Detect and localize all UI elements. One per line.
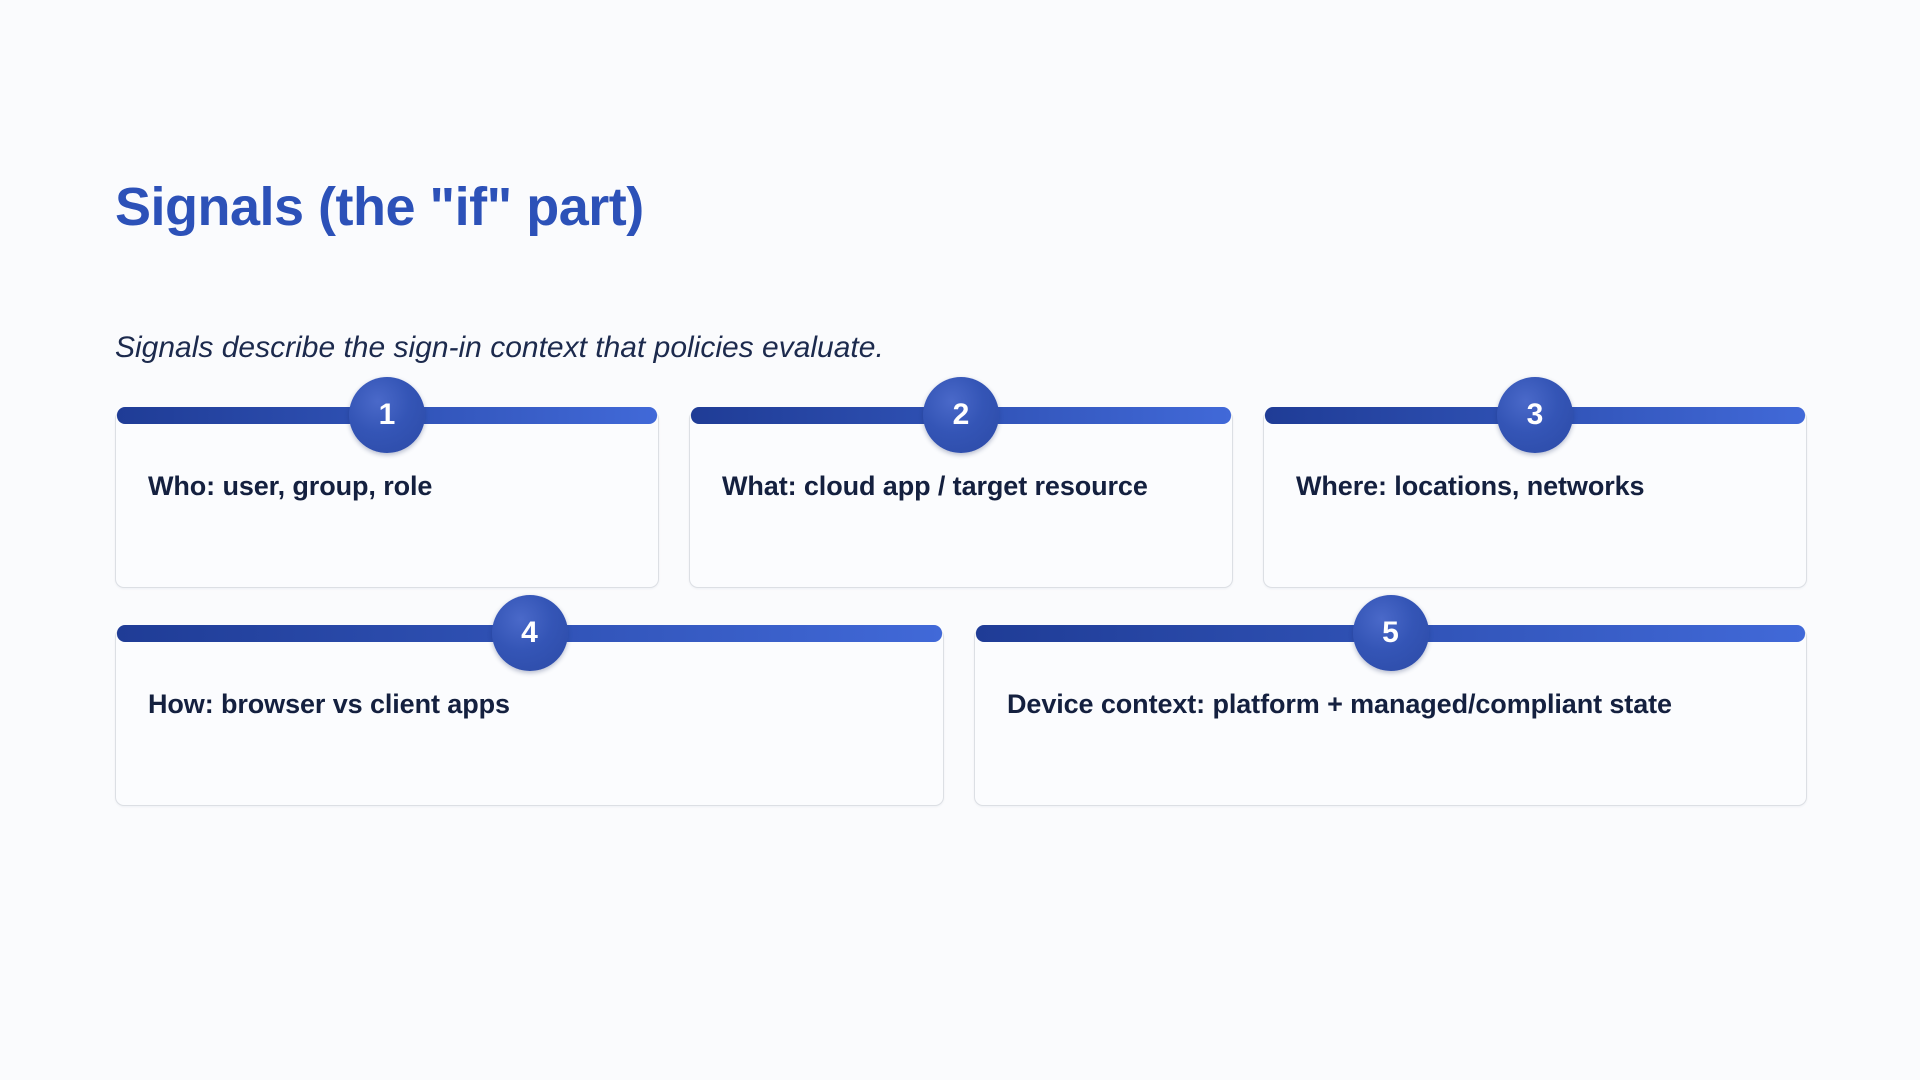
page-subtitle: Signals describe the sign-in context tha… (115, 331, 884, 364)
card-number-badge: 4 (491, 595, 568, 671)
signal-card-row-1: 1 Who: user, group, role 2 What: cloud a… (115, 377, 1807, 588)
page-title: Signals (the "if" part) (115, 177, 644, 237)
card-number-label: 5 (1382, 616, 1399, 649)
card-text: Device context: platform + managed/compl… (1007, 689, 1672, 719)
card-text: What: cloud app / target resource (722, 471, 1148, 501)
card-text: How: browser vs client apps (148, 689, 510, 719)
card-number-badge: 2 (923, 377, 999, 453)
card-number-badge: 5 (1352, 595, 1429, 671)
signal-cards-area: 1 Who: user, group, role 2 What: cloud a… (115, 377, 1807, 846)
card-number-badge: 1 (349, 377, 425, 453)
card-number-label: 1 (378, 398, 396, 431)
card-number-label: 2 (952, 398, 970, 431)
signal-card-where[interactable]: 3 Where: locations, networks (1263, 377, 1807, 588)
signal-card-who[interactable]: 1 Who: user, group, role (115, 377, 659, 588)
card-number-label: 4 (521, 616, 538, 649)
signal-card-how[interactable]: 4 How: browser vs client apps (115, 595, 944, 806)
signal-card-row-2: 4 How: browser vs client apps 5 Device c… (115, 595, 1807, 806)
signal-card-device-context[interactable]: 5 Device context: platform + managed/com… (974, 595, 1807, 806)
card-number-label: 3 (1526, 398, 1544, 431)
card-number-badge: 3 (1497, 377, 1573, 453)
signal-card-what[interactable]: 2 What: cloud app / target resource (689, 377, 1233, 588)
card-text: Who: user, group, role (148, 471, 433, 501)
card-text: Where: locations, networks (1296, 471, 1645, 501)
